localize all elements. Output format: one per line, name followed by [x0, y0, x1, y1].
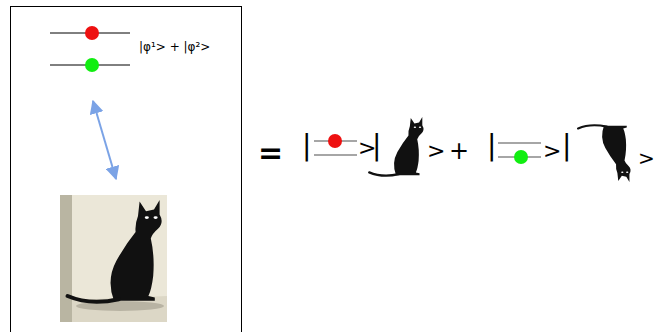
- ket-symbol: =: [258, 138, 283, 168]
- ket-symbol: |: [302, 132, 311, 160]
- dead-cat: [578, 125, 630, 182]
- ket-symbol: >: [543, 140, 561, 162]
- ket-symbol: |: [372, 132, 381, 160]
- excited-state-icon: [314, 134, 357, 155]
- energy-levels: [50, 26, 130, 72]
- ket-symbol: +: [449, 139, 469, 163]
- state-label: |φ¹> + |φ²>: [139, 41, 210, 53]
- coupling-arrow: [93, 101, 116, 179]
- live-cat: [369, 117, 423, 176]
- ket-symbol: >: [427, 140, 445, 162]
- ket-symbol: |: [487, 132, 496, 160]
- ket-symbol: |: [562, 132, 571, 160]
- ground-state-icon: [498, 143, 541, 164]
- ket-symbol: >: [638, 148, 655, 168]
- frame-box: |φ¹> + |φ²>: [10, 6, 242, 332]
- cat-picture: [60, 195, 167, 322]
